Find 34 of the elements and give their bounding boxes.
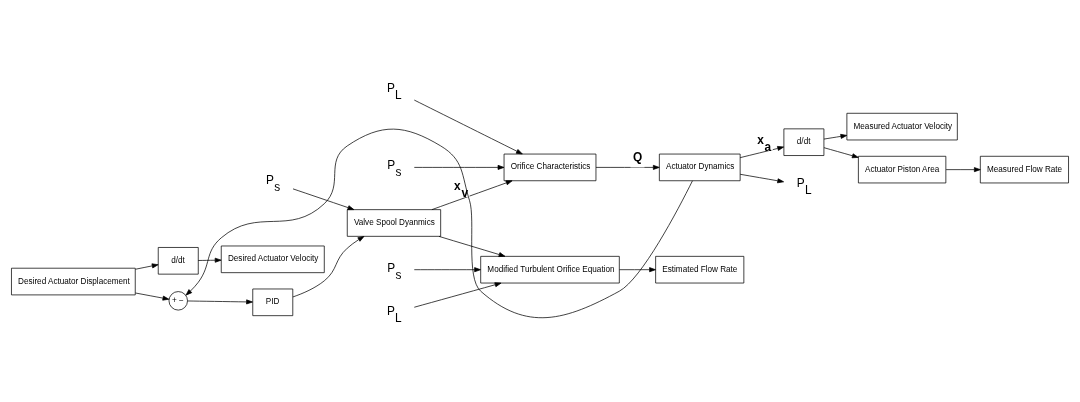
arrow	[185, 128, 693, 318]
node-circle: + −	[168, 290, 188, 310]
node-box: Modified Turbulent Orifice Equation	[480, 255, 620, 283]
arrow	[292, 235, 365, 297]
arrow	[438, 235, 506, 257]
arrow	[823, 133, 848, 139]
node-box: Desired Actuator Velocity	[220, 245, 325, 273]
arrow	[619, 266, 656, 272]
node-box: d/dt	[783, 127, 825, 156]
arrow	[739, 173, 784, 183]
arrow	[945, 166, 981, 172]
node-box: Measured Actuator Velocity	[846, 112, 958, 140]
arrow	[135, 292, 170, 301]
node-box: d/dt	[157, 246, 199, 274]
arrow	[135, 262, 159, 270]
node-box: Estimated Flow Rate	[655, 255, 745, 283]
node-box: Desired Actuator Displacement	[11, 267, 136, 295]
edge-label: Q	[633, 149, 643, 164]
arrow	[413, 266, 481, 272]
arrow	[197, 257, 222, 263]
arrow	[292, 188, 355, 210]
arrow	[739, 145, 784, 158]
node-box: Measured Flow Rate	[979, 155, 1069, 183]
node-box: Orifice Characteristics	[503, 153, 597, 181]
arrow	[413, 281, 502, 308]
arrow	[595, 164, 660, 170]
arrow	[413, 99, 523, 154]
arrow	[187, 298, 253, 304]
node-box: Actuator Dynamics	[659, 153, 741, 181]
arrow	[413, 164, 505, 170]
node-box: Actuator Piston Area	[858, 155, 947, 183]
arrow	[823, 146, 859, 158]
node-box: PID	[252, 288, 294, 316]
node-box: Valve Spool Dyanmics	[346, 208, 442, 237]
